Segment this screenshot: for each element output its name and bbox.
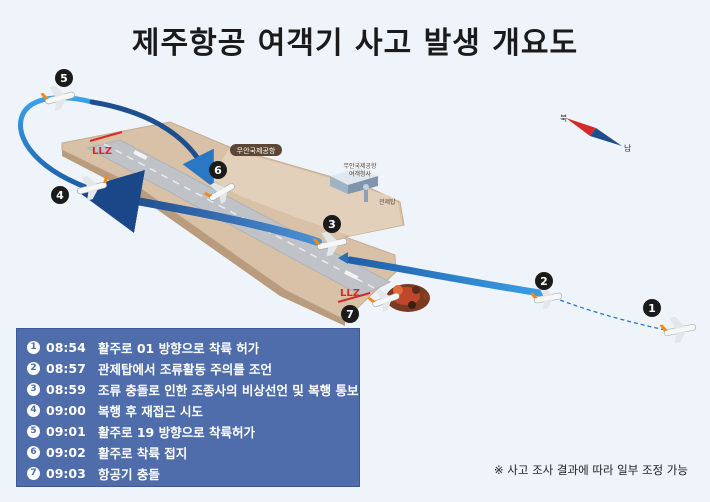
compass-north-label: 북	[560, 114, 567, 123]
timeline-number: 7	[27, 466, 40, 480]
plane-3-icon	[312, 231, 348, 257]
svg-text:3: 3	[328, 218, 336, 231]
map-labels: 무안국제공항 무안국제공항 여객청사 관제탑	[230, 144, 396, 206]
footnote: ※ 사고 조사 결과에 따라 일부 조정 가능	[494, 463, 688, 477]
terminal-label-1: 무안국제공항	[343, 162, 377, 170]
timeline-text: 관제탑에서 조류활동 주의를 조언	[98, 361, 273, 377]
airport-label: 무안국제공항	[237, 146, 276, 155]
timeline-text: 활주로 착륙 접지	[98, 445, 188, 461]
plane-5-icon	[40, 85, 75, 111]
plane-icons	[40, 85, 697, 344]
flight-paths	[18, 95, 666, 331]
svg-text:2: 2	[540, 275, 548, 288]
crash-site	[386, 284, 430, 312]
timeline-time: 09:01	[46, 423, 86, 439]
timeline-number: 2	[27, 361, 40, 375]
reapproach-path	[89, 99, 214, 188]
step-markers: 1 2 3 4 5 6 7	[51, 69, 661, 323]
timeline-item: 4 09:00 복행 후 재접근 시도	[27, 400, 203, 420]
timeline-number: 4	[27, 403, 40, 417]
timeline-item: 6 09:02 활주로 착륙 접지	[27, 442, 187, 462]
approach-dashed-path	[559, 299, 666, 331]
timeline-number: 1	[27, 340, 40, 354]
compass-icon: 북 남	[560, 114, 632, 153]
timeline-item: 5 09:01 활주로 19 방향으로 착륙허가	[27, 421, 255, 441]
plane-1-icon	[659, 316, 697, 344]
marker-3: 3	[323, 215, 341, 233]
svg-text:7: 7	[346, 308, 354, 321]
timeline-text: 활주로 01 방향으로 착륙 허가	[98, 340, 260, 356]
marker-7: 7	[341, 305, 359, 323]
svg-text:1: 1	[648, 302, 656, 315]
timeline-item: 1 08:54 활주로 01 방향으로 착륙 허가	[27, 337, 259, 357]
timeline-number: 5	[27, 424, 40, 438]
timeline-time: 08:54	[46, 339, 86, 355]
approach-path	[346, 256, 550, 298]
llz-markers: LLZ LLZ	[89, 131, 371, 303]
timeline-text: 활주로 19 방향으로 착륙허가	[98, 424, 255, 440]
timeline-item: 2 08:57 관제탑에서 조류활동 주의를 조언	[27, 358, 272, 378]
timeline-item: 3 08:59 조류 충돌로 인한 조종사의 비상선언 및 복행 통보	[27, 379, 358, 399]
marker-6: 6	[209, 161, 227, 179]
marker-2: 2	[535, 272, 553, 290]
plane-2-icon	[529, 286, 563, 310]
llz-top-label: LLZ	[92, 146, 112, 157]
diagram-title: 제주항공 여객기 사고 발생 개요도	[131, 26, 579, 61]
llz-bottom-label: LLZ	[340, 288, 360, 299]
terminal-label-2: 여객청사	[349, 170, 372, 178]
plane-6-icon	[203, 182, 235, 205]
marker-5: 5	[55, 69, 73, 87]
plane-4-icon	[77, 174, 109, 201]
tower-label: 관제탑	[379, 198, 396, 206]
timeline-time: 09:03	[46, 465, 86, 481]
timeline-text: 조류 충돌로 인한 조종사의 비상선언 및 복행 통보	[98, 382, 359, 398]
timeline-text: 복행 후 재접근 시도	[98, 403, 204, 419]
compass-south-label: 남	[624, 144, 632, 153]
marker-1: 1	[643, 299, 661, 317]
timeline-time: 08:59	[46, 381, 86, 397]
timeline-time: 09:00	[46, 402, 86, 418]
timeline-text: 항공기 충돌	[98, 466, 160, 482]
svg-text:5: 5	[60, 72, 68, 85]
timeline-legend: 1 08:54 활주로 01 방향으로 착륙 허가 2 08:57 관제탑에서 …	[16, 328, 360, 487]
marker-4: 4	[51, 186, 69, 204]
timeline-time: 08:57	[46, 360, 86, 376]
timeline-time: 09:02	[46, 444, 86, 460]
timeline-item: 7 09:03 항공기 충돌	[27, 463, 160, 483]
plane-7-icon	[367, 289, 400, 312]
timeline-number: 6	[27, 445, 40, 459]
svg-text:6: 6	[214, 164, 222, 177]
timeline-number: 3	[27, 382, 40, 396]
go-around-path	[76, 169, 322, 246]
svg-text:4: 4	[56, 189, 64, 202]
terminal-building	[330, 168, 378, 202]
